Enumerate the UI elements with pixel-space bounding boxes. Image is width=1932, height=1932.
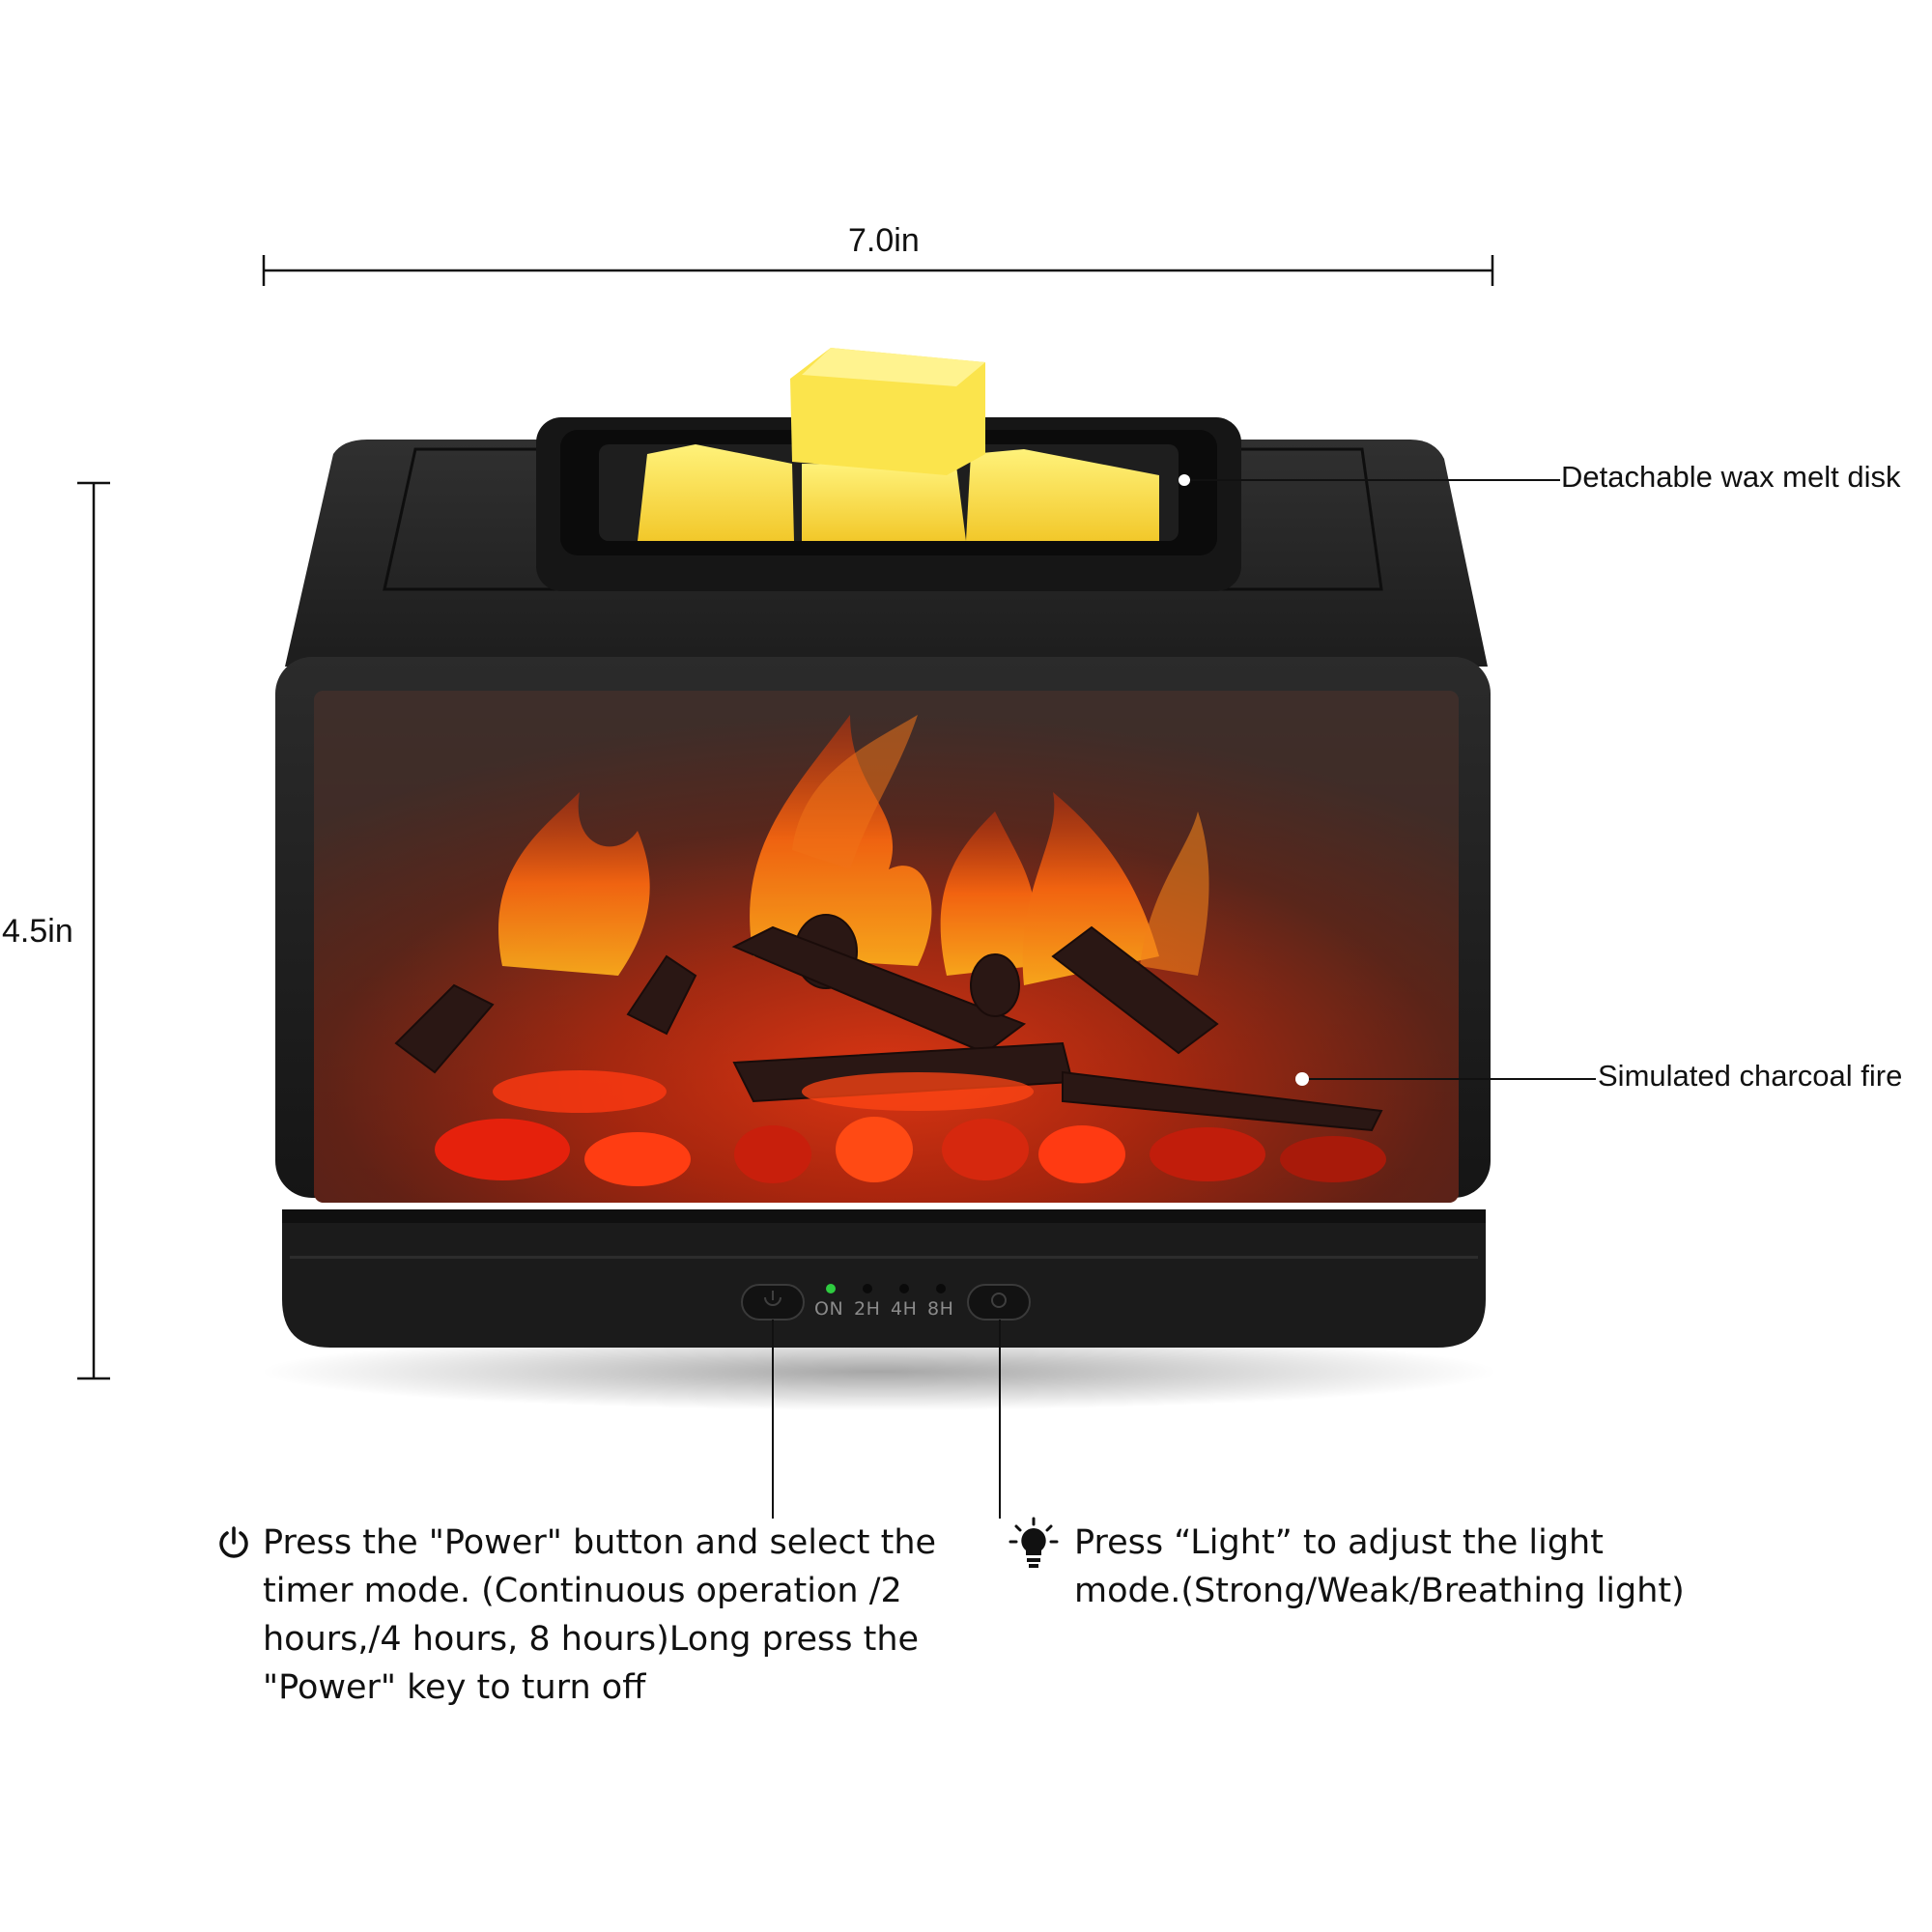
power-instruction-line-4: "Power" key to turn off <box>263 1668 646 1707</box>
light-instruction-line-1: Press “Light” to adjust the light <box>1074 1523 1604 1562</box>
lightbulb-icon <box>1009 1517 1059 1568</box>
led-label-2h: 2H <box>854 1298 881 1320</box>
power-instruction: Press the "Power" button and select the … <box>263 1519 936 1712</box>
led-label-4h: 4H <box>891 1298 918 1320</box>
led-label-8h: 8H <box>927 1298 954 1320</box>
power-instruction-line-3: hours,/4 hours, 8 hours)Long press the <box>263 1620 920 1659</box>
power-instruction-line-1: Press the "Power" button and select the <box>263 1523 937 1562</box>
height-dimension-label: 4.5in <box>2 913 73 950</box>
wax-disk-callout: Detachable wax melt disk <box>1561 460 1901 494</box>
charcoal-logs <box>394 914 1383 1132</box>
wax-cubes <box>638 348 1159 541</box>
embers <box>435 1070 1386 1186</box>
width-dimension-label: 7.0in <box>848 222 920 259</box>
power-instruction-line-2: timer mode. (Continuous operation /2 <box>263 1572 902 1610</box>
power-icon <box>219 1526 248 1558</box>
light-instruction: Press “Light” to adjust the light mode.(… <box>1074 1519 1685 1615</box>
led-label-on: ON <box>814 1298 844 1320</box>
led-on-indicator <box>826 1284 836 1293</box>
charcoal-fire-callout: Simulated charcoal fire <box>1598 1059 1903 1093</box>
flames <box>498 715 1209 985</box>
light-instruction-line-2: mode.(Strong/Weak/Breathing light) <box>1074 1572 1685 1610</box>
